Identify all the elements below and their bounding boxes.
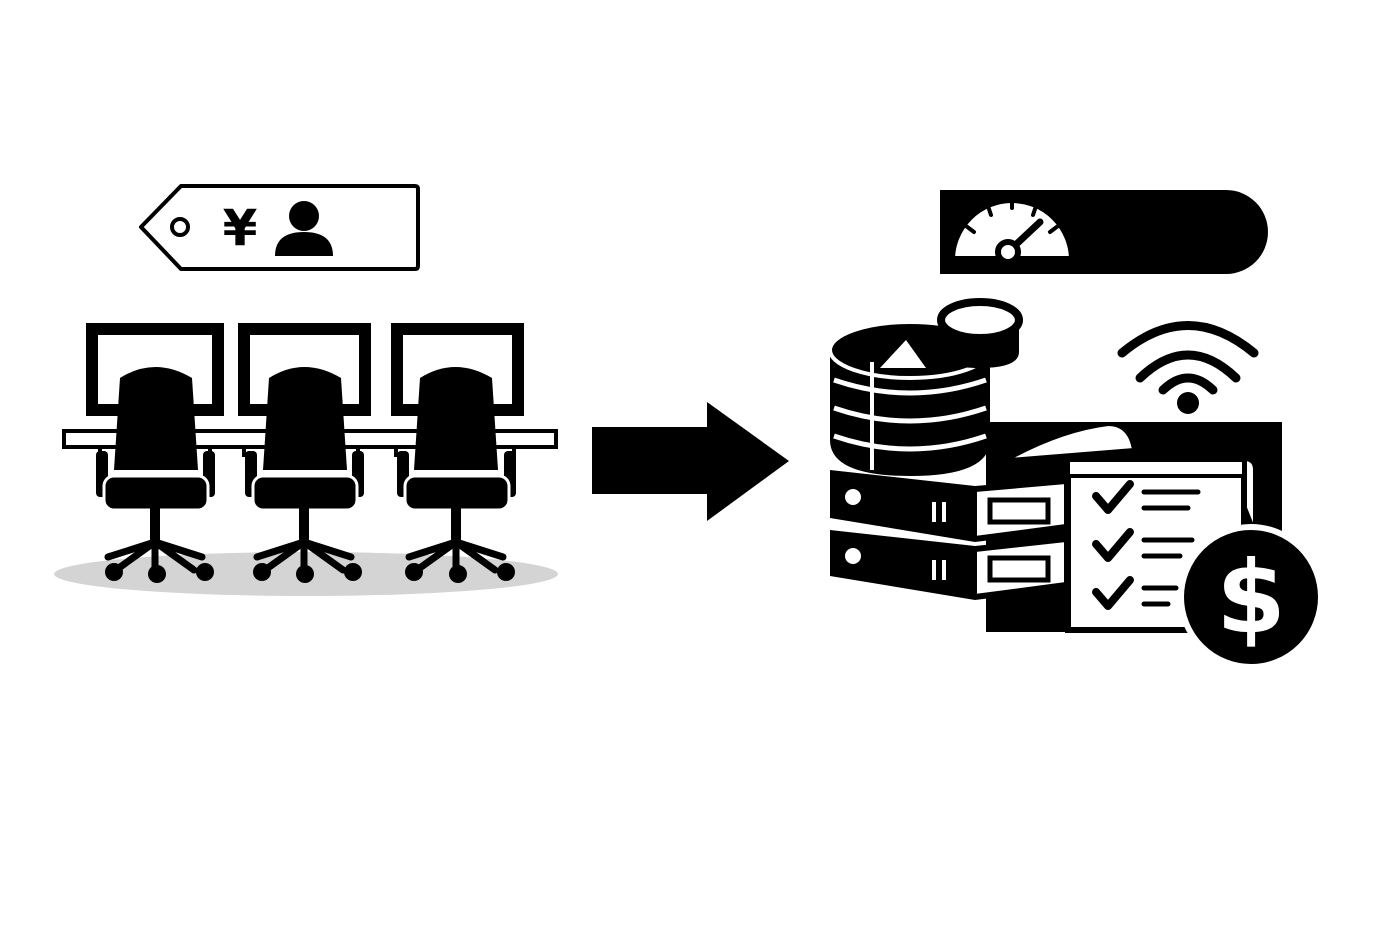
check-items xyxy=(1092,480,1134,610)
person-icon xyxy=(275,201,333,256)
workstation-3 xyxy=(391,323,524,583)
arrow-right-icon xyxy=(592,402,789,521)
office-chair-icon xyxy=(397,367,516,583)
yen-icon: ¥ xyxy=(223,199,258,257)
workstation-2 xyxy=(238,323,371,583)
gauge-ticks xyxy=(964,196,1060,234)
right-group: $ xyxy=(828,190,1324,670)
dollar-coin-icon: $ xyxy=(1178,524,1324,670)
speedometer-icon xyxy=(940,190,1268,274)
price-tag: ¥ xyxy=(139,184,420,271)
office-chair-icon xyxy=(245,367,364,583)
workstation-1 xyxy=(86,323,224,583)
wifi-icon xyxy=(1117,321,1259,414)
tag-hole xyxy=(170,217,190,237)
tag-icon xyxy=(139,184,420,271)
office-chair-icon xyxy=(96,367,215,583)
workstations xyxy=(62,323,558,583)
left-group: ¥ xyxy=(54,184,558,596)
checklist-lines xyxy=(1141,489,1201,607)
database-stack-icon xyxy=(828,298,1023,476)
dollar-sign: $ xyxy=(1216,539,1286,656)
